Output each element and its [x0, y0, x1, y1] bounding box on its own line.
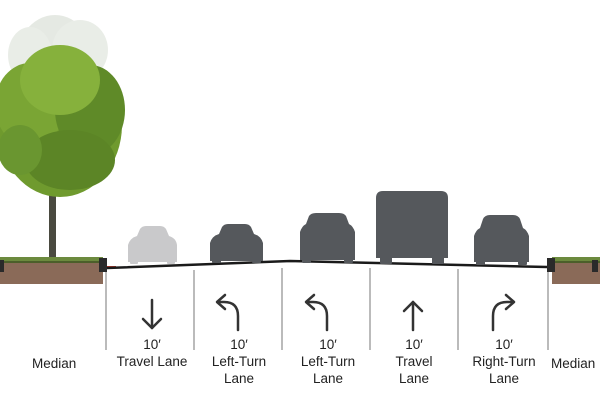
left-median-ground [0, 257, 103, 284]
lane-label-5: 10′ Right-Turn Lane [459, 336, 549, 387]
lane-name-2: Lane [312, 371, 344, 386]
lane-label-2: 10′ Left-Turn Lane [194, 336, 284, 387]
down-arrow-icon [141, 298, 163, 330]
left-edge-post [0, 260, 4, 272]
lane-dividers [105, 268, 549, 350]
lane-name-2: Lane [223, 371, 255, 386]
lane-width: 10′ [143, 337, 161, 352]
up-arrow-icon [402, 300, 424, 332]
box-truck-icon [376, 191, 448, 264]
lane-label-3: 10′ Left-Turn Lane [283, 336, 373, 387]
right-edge-post [592, 260, 598, 272]
lane-width: 10′ [230, 337, 248, 352]
lane-name-2: Lane [398, 371, 430, 386]
left-turn-arrow-icon-2 [304, 293, 329, 332]
right-curb [547, 258, 555, 272]
lane-name-2: Lane [488, 371, 520, 386]
lane-label-4: 10′ Travel Lane [369, 336, 459, 387]
sedan-icon [210, 224, 263, 263]
suv-icon [300, 213, 355, 263]
suv-right-icon [474, 215, 529, 265]
lane-name: Left-Turn [211, 354, 267, 369]
tree-icon [0, 45, 125, 258]
lane-width: 10′ [319, 337, 337, 352]
lane-label-1: 10′ Travel Lane [107, 336, 197, 370]
lane-width: 10′ [405, 337, 423, 352]
right-turn-arrow-icon [491, 293, 516, 332]
lane-name: Left-Turn [300, 354, 356, 369]
left-curb [99, 258, 107, 272]
lane-name: Travel Lane [116, 354, 188, 369]
lane-width: 10′ [495, 337, 513, 352]
left-median-label: Median [32, 356, 77, 371]
sedan-light-icon [128, 226, 177, 264]
lane-name: Travel [395, 354, 433, 369]
left-turn-arrow-icon [215, 293, 240, 332]
right-median-label: Median [551, 356, 596, 371]
lane-name: Right-Turn [472, 354, 536, 369]
pavement-surface [106, 259, 548, 270]
